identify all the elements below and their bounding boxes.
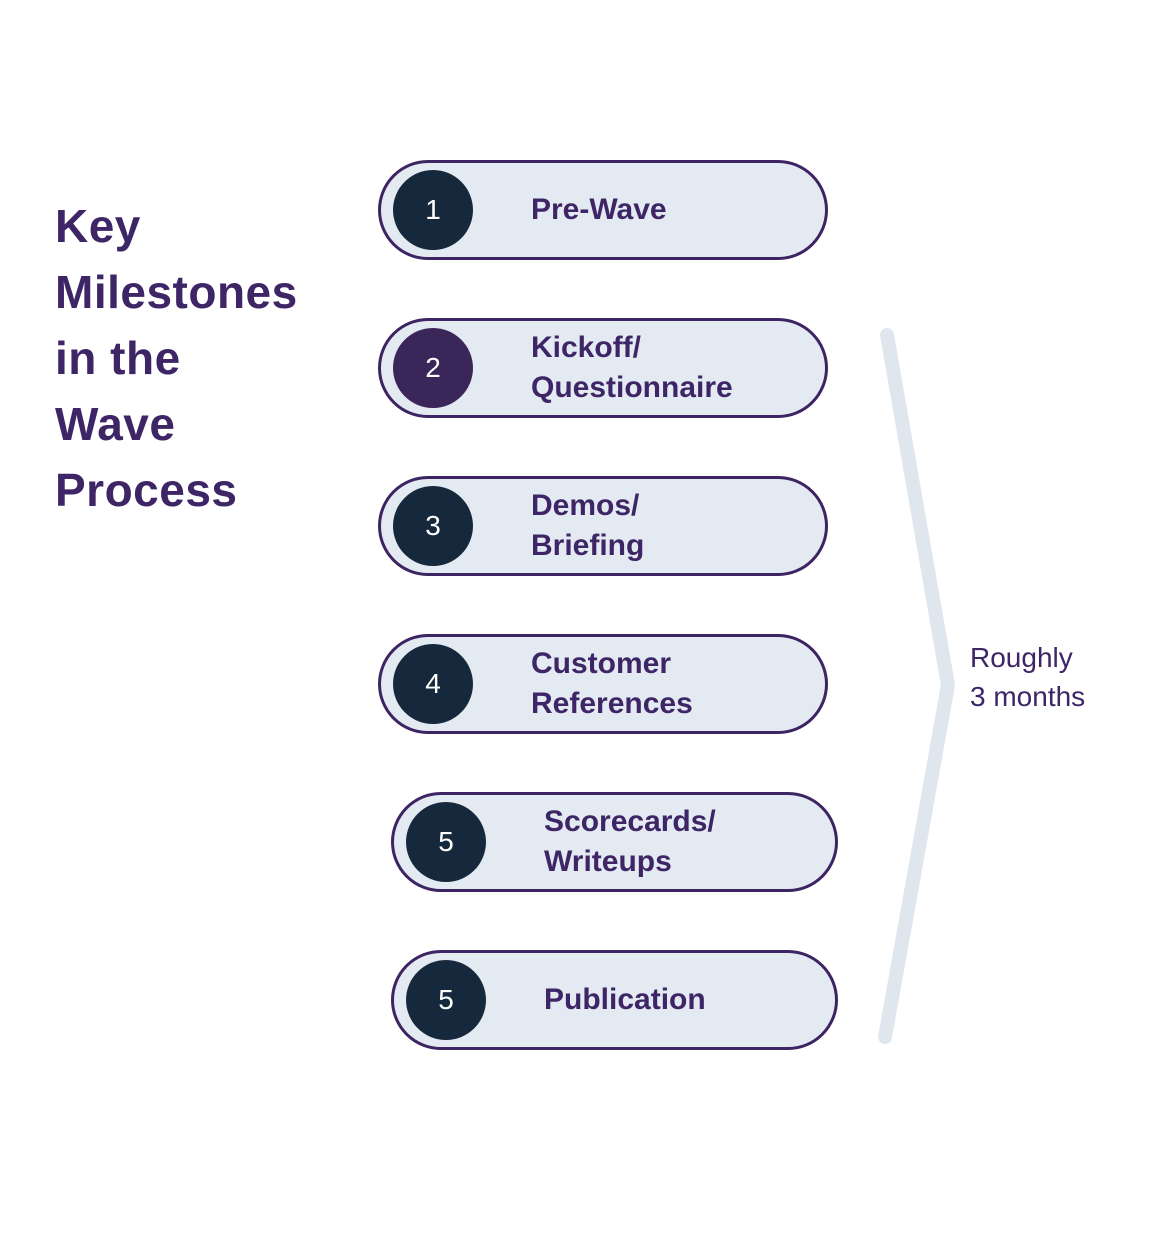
milestone-label: Customer References [531, 647, 693, 720]
milestone-label: Demos/ Briefing [531, 489, 645, 562]
milestone-label: Pre-Wave [531, 193, 667, 226]
milestone-pill-kickoff-questionnaire: 2 Kickoff/ Questionnaire [378, 318, 828, 418]
milestone-label: Publication [544, 983, 706, 1016]
page-title: Key Milestones in the Wave Process [55, 200, 298, 516]
milestone-label: Scorecards/ Writeups [544, 805, 716, 878]
milestone-number-badge: 2 [393, 328, 473, 408]
milestone-label: Kickoff/ Questionnaire [531, 331, 733, 404]
milestone-pill-demos-briefing: 3 Demos/ Briefing [378, 476, 828, 576]
milestone-pill-publication: 5 Publication [391, 950, 838, 1050]
milestone-pill-pre-wave: 1 Pre-Wave [378, 160, 828, 260]
milestone-pill-customer-references: 4 Customer References [378, 634, 828, 734]
milestone-number-badge: 5 [406, 960, 486, 1040]
duration-note: Roughly 3 months [970, 642, 1086, 712]
milestone-pill-scorecards-writeups: 5 Scorecards/ Writeups [391, 792, 838, 892]
milestone-number-badge: 3 [393, 486, 473, 566]
milestone-list: 1 Pre-Wave 2 Kickoff/ Questionnaire 3 De… [378, 160, 838, 1050]
milestone-number-badge: 4 [393, 644, 473, 724]
milestone-number-badge: 1 [393, 170, 473, 250]
milestone-number-badge: 5 [406, 802, 486, 882]
